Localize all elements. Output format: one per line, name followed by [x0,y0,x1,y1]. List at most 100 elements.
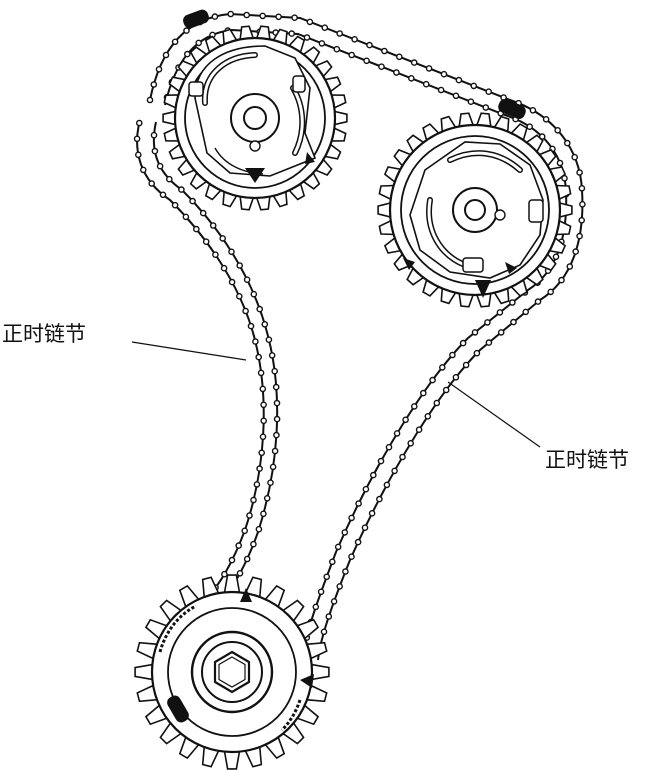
chain-roller [415,426,423,434]
chain-roller [256,465,263,472]
chain-roller [241,527,248,535]
chain-roller [221,570,228,578]
exhaust-sprocket-timing-mark-left [403,258,415,270]
chain-roller [199,209,207,217]
chain-roller [183,50,191,58]
exhaust-sprocket-dowel-hole [494,209,506,221]
chain-roller [351,36,358,43]
marked-link-top-left [183,9,209,29]
chain-roller [361,524,369,532]
crankshaft-sprocket-inner-ring [167,607,297,737]
chain-roller [182,213,190,221]
leader-lines [131,341,541,448]
chain-roller [250,540,257,548]
crankshaft-stamped-text-right [280,699,302,732]
chain-roller [261,320,269,328]
crankshaft-hex-socket [213,650,251,694]
chain-roller [257,369,265,377]
chain-roller [449,351,456,359]
chain-roller [209,222,217,229]
chain-roller [366,41,373,49]
chain-roller [341,529,349,536]
exhaust-sprocket-inner-ring [400,135,550,285]
chain-roller [330,598,338,605]
exhaust-sprocket-hub-inner [464,199,486,221]
chain-roller [268,352,276,359]
chain-roller [306,18,314,26]
chain-roller [342,568,349,575]
chain-roller [318,40,326,47]
chain-roller [247,322,255,330]
chain-roller [323,573,331,581]
chain-roller [429,376,436,384]
intake-sprocket-lug-left [188,81,204,97]
intake-sprocket-arrow-mark [305,152,315,164]
chain-roller [150,81,158,88]
chain-roller [482,104,490,111]
chain-roller [235,542,242,549]
chain-roller [256,305,264,313]
chain-roller [235,292,243,300]
chain-roller [171,201,179,209]
chain-roller [236,570,244,577]
chain-roller [159,191,167,199]
chain-roller [378,63,385,70]
chain-roller [554,127,562,134]
chain-roller [220,264,228,272]
chain-roller [462,361,470,369]
crankshaft-timing-mark-right [300,674,314,688]
crankshaft-hex-socket-inner [218,656,246,688]
chain-roller [135,119,143,127]
chain-roller [165,175,173,183]
chain-roller [385,443,393,451]
intake-sprocket-slot-right-inner [291,86,304,155]
chain-roller [134,151,142,159]
chain-roller [542,116,550,123]
chain-roller [250,496,257,504]
chain-roller [260,510,267,518]
chain-roller [265,336,273,344]
chain-roller [259,433,267,441]
chain-roller [260,401,267,409]
chain-roller [566,263,574,270]
chain-roller [333,45,341,53]
chain-roller [202,238,210,245]
chain-roller [572,248,580,255]
exhaust-sprocket-lug-right [528,199,544,223]
chain-roller [242,307,249,315]
marked-link-top-right [498,99,526,119]
chain-roller [288,30,296,37]
chain-roller [393,430,401,437]
chain-roller [402,416,409,424]
chain-roller [273,431,280,439]
chain-roller [273,399,281,407]
exhaust-camshaft-sprocket [377,112,573,308]
chain-roller [150,131,158,139]
chain-roller [470,82,478,90]
chain-roller [183,27,190,34]
chain-roller [354,538,362,546]
leader-line-left [131,341,247,361]
colored-timing-links [167,9,526,723]
chain-roller [377,457,385,465]
chain-roller [556,159,564,167]
chain-roller [459,339,467,347]
chain-roller [243,276,251,284]
leader-line-right [447,381,541,448]
chain-roller [485,88,493,95]
crankshaft-stamped-text-left [158,604,197,653]
chain-roller [407,439,415,447]
intake-sprocket-slot-left-inner [203,53,257,105]
chain-roller [579,200,586,208]
chain-roller [291,14,298,22]
marked-link-bottom [167,695,189,723]
chain-roller [178,186,185,193]
chain-roller [547,288,555,296]
chain-roller [438,364,446,371]
chain-roller [259,12,267,20]
chain-roller [471,329,479,336]
intake-sprocket-dowel-hole [249,140,261,152]
chain-roller [334,543,342,551]
chain-roller [328,558,336,566]
chain-roller [321,24,329,32]
